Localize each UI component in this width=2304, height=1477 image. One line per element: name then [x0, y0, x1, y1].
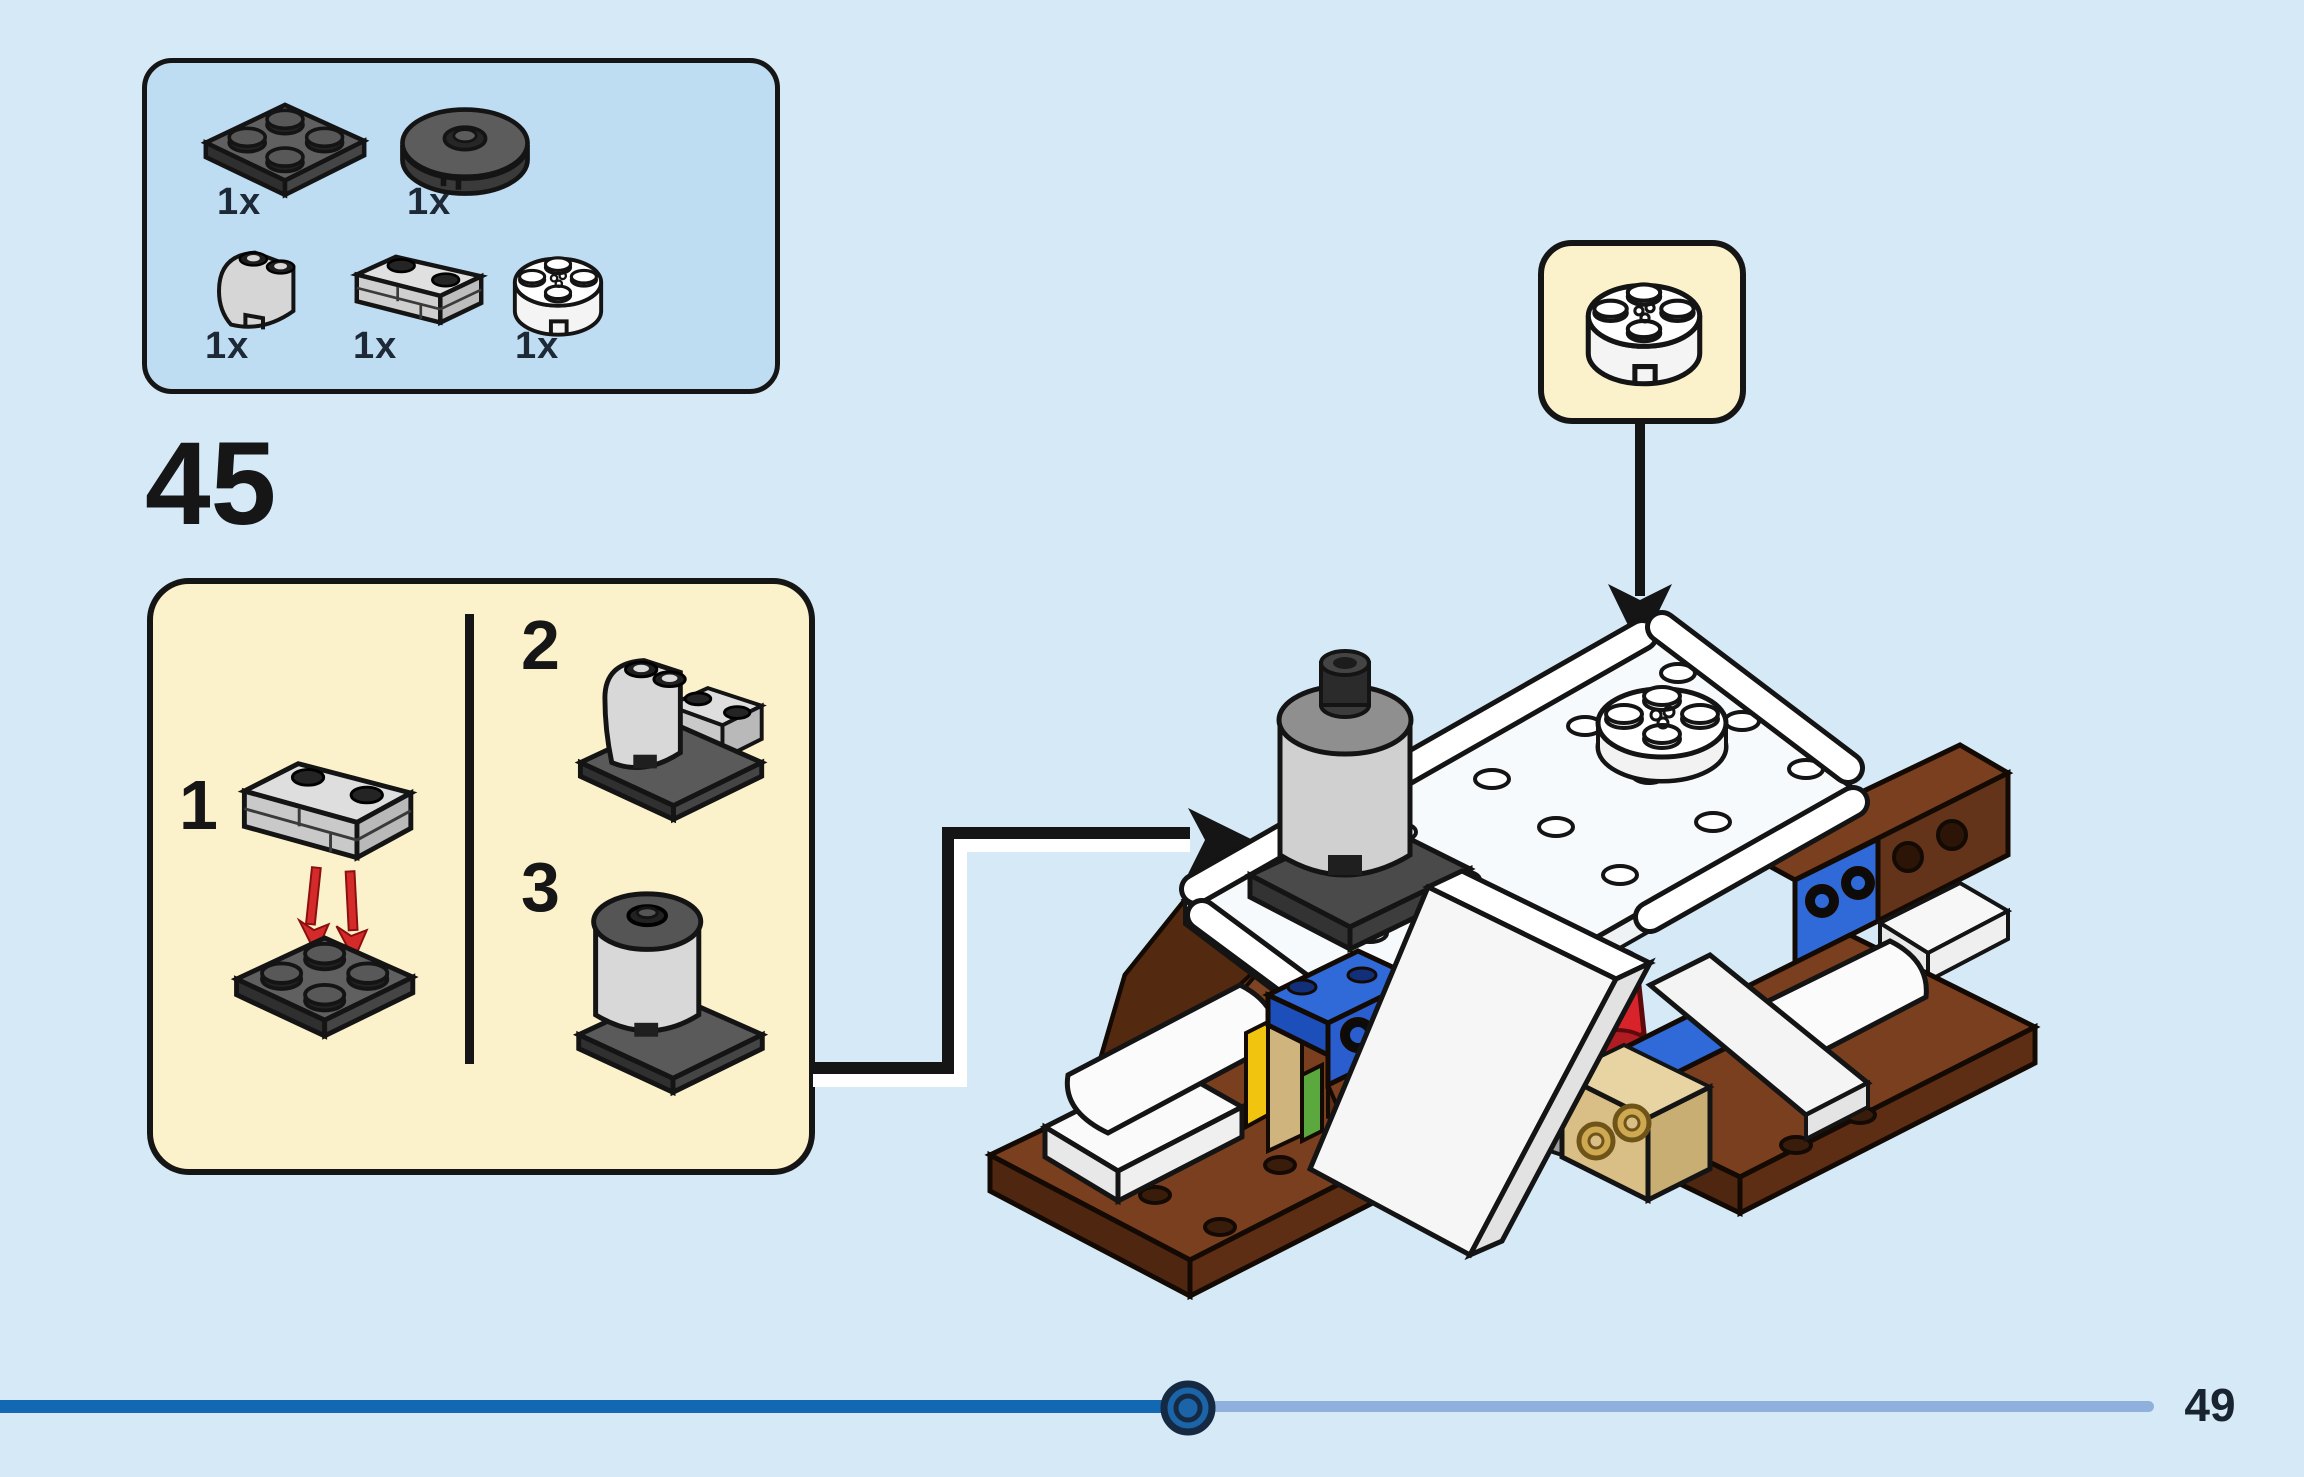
- part-round-brick-2x2-white-icon: [512, 256, 604, 337]
- part-qty: 1x: [515, 325, 560, 367]
- progress-fill: [0, 1400, 1186, 1413]
- part-qty: 1x: [407, 181, 452, 223]
- model-illustration: [984, 610, 2041, 1301]
- part-plate-2x2-dark-gray-icon: [200, 102, 370, 199]
- substep-2-label: 2: [521, 606, 560, 684]
- part-qty: 1x: [205, 325, 250, 367]
- substep-1-label: 1: [179, 766, 218, 844]
- part-qty: 1x: [353, 325, 398, 367]
- parts-panel: 1x 1x 1x 1x: [142, 58, 780, 394]
- progress-knob[interactable]: [1158, 1378, 1218, 1438]
- placement-arrow-down-icon: [1608, 424, 1672, 650]
- substeps-connector-arrow-icon: [813, 808, 1257, 1087]
- part-round-tile-2x2-dark-gray-icon: [400, 107, 530, 196]
- step-number: 45: [145, 418, 277, 550]
- inset-panel: [1538, 240, 1746, 424]
- part-masonry-brick-1x2-light-gray-icon: [350, 254, 488, 327]
- part-round-brick-2x2-white-icon: [1585, 282, 1703, 387]
- page-number: 49: [2184, 1379, 2236, 1431]
- substep-2-illustration: [574, 658, 768, 824]
- part-curved-brick-2x2-light-gray-icon: [216, 250, 296, 330]
- part-qty: 1x: [217, 181, 262, 223]
- substeps-panel: 1 2: [147, 578, 815, 1175]
- substep-3-label: 3: [521, 848, 560, 926]
- substep-3-illustration: [572, 891, 769, 1097]
- substeps-divider: [465, 614, 474, 1064]
- substep-1-illustration: [230, 761, 419, 1040]
